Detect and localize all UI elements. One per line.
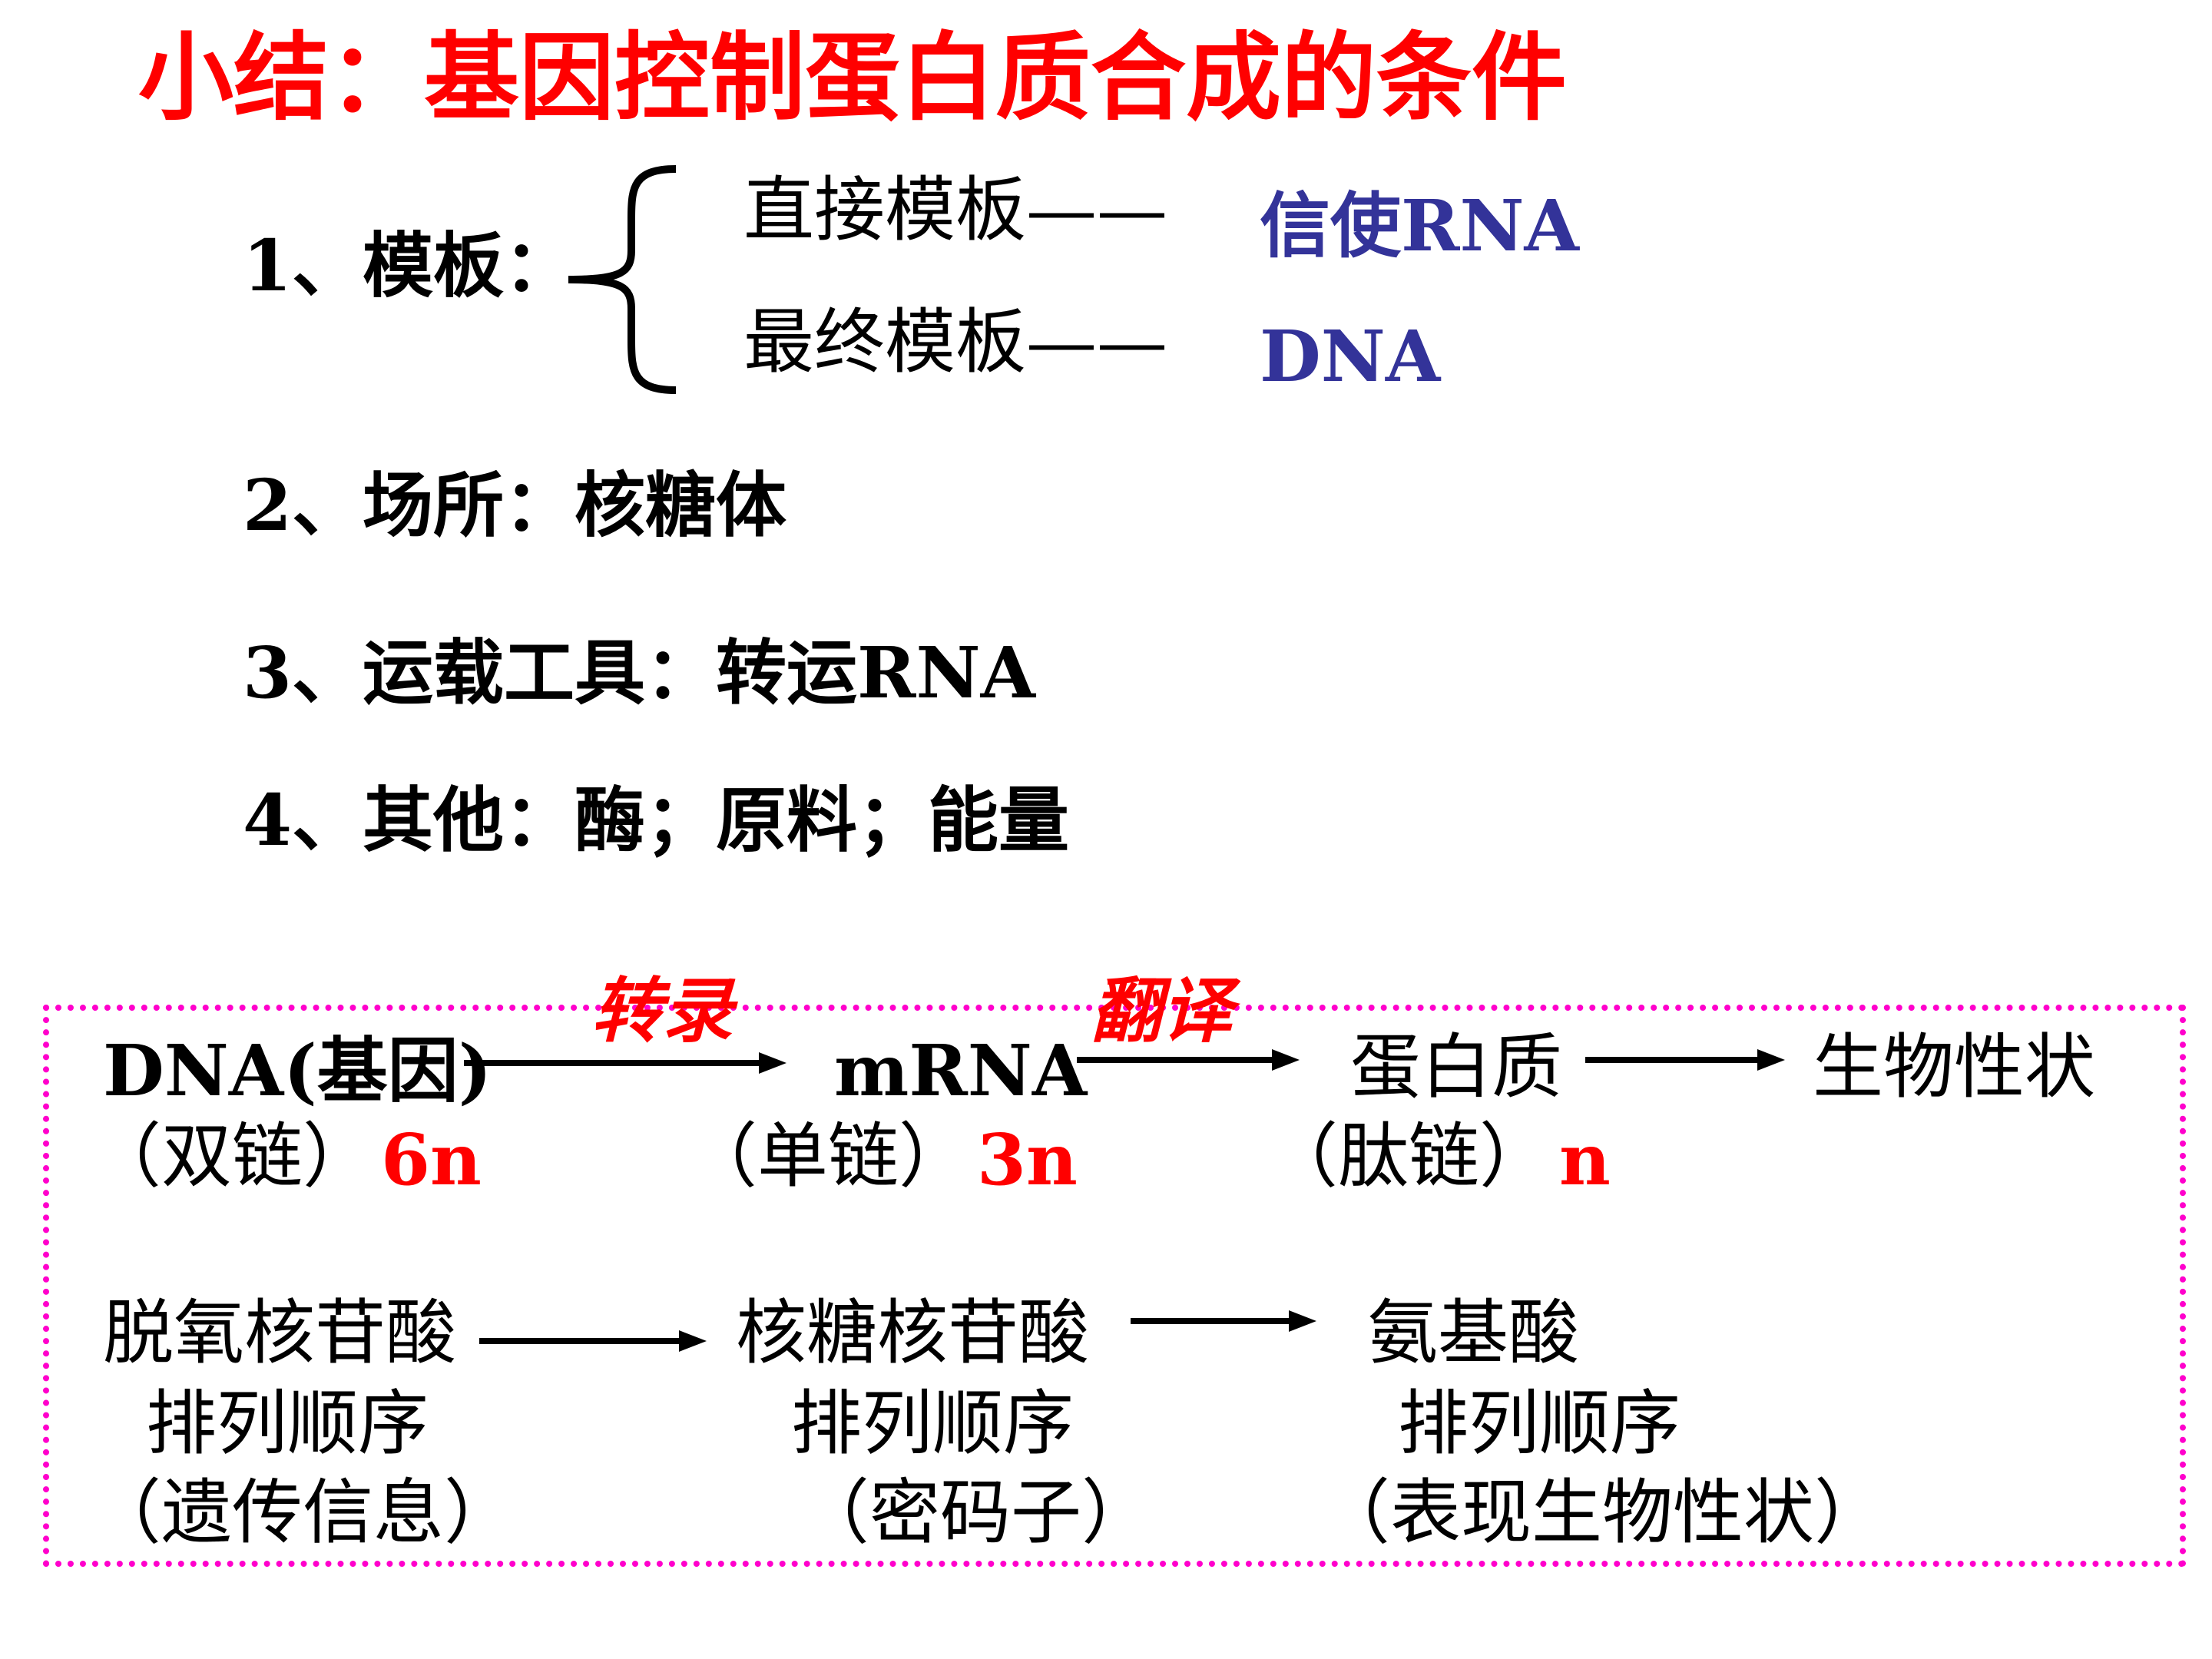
double-strand-label: （双链） bbox=[91, 1115, 374, 1197]
final-template-label: 最终模板—— bbox=[743, 301, 1168, 383]
genetic-info-label: （遗传信息） bbox=[91, 1472, 515, 1554]
carrier-item: 3、运载工具：转运RNA bbox=[243, 631, 1035, 714]
amino-acid-label: 氨基酸 bbox=[1367, 1292, 1580, 1374]
arrow-deoxy-to-ribo bbox=[479, 1330, 707, 1352]
dna-count: 6n bbox=[381, 1118, 482, 1201]
site-item: 2、场所：核糖体 bbox=[243, 464, 787, 547]
peptide-count: n bbox=[1559, 1118, 1611, 1201]
codon-label: （密码子） bbox=[799, 1472, 1153, 1554]
arrow-dna-to-mrna bbox=[464, 1052, 786, 1074]
arrow-ribo-to-amino bbox=[1131, 1310, 1316, 1332]
transcription-label: 转录 bbox=[591, 969, 733, 1052]
mrna-label: mRNA bbox=[834, 1029, 1088, 1112]
template-label: 1、模板： bbox=[243, 224, 575, 307]
deoxy-order-label: 排列顺序 bbox=[146, 1382, 429, 1465]
dna-gene-label: DNA(基因) bbox=[103, 1029, 492, 1112]
mrna-count: 3n bbox=[977, 1118, 1078, 1201]
protein-label: 蛋白质 bbox=[1350, 1026, 1563, 1108]
arrow-protein-to-trait bbox=[1585, 1049, 1785, 1071]
summary-box bbox=[43, 1005, 2186, 1567]
ribonucleotide-label: 核糖核苷酸 bbox=[736, 1292, 1090, 1374]
other-item: 4、其他：酶；原料；能量 bbox=[243, 779, 1070, 862]
amino-order-label: 排列顺序 bbox=[1398, 1382, 1681, 1465]
curly-brace bbox=[568, 165, 677, 394]
final-template-value: DNA bbox=[1260, 315, 1441, 398]
direct-template-value: 信使RNA bbox=[1260, 184, 1579, 267]
direct-template-label: 直接模板—— bbox=[743, 169, 1168, 251]
trait-label: 生物性状 bbox=[1813, 1026, 2096, 1108]
peptide-chain-label: （肽链） bbox=[1267, 1115, 1551, 1197]
expression-label: （表现生物性状） bbox=[1320, 1472, 1886, 1554]
arrow-mrna-to-protein bbox=[1077, 1049, 1300, 1071]
deoxynucleotide-label: 脱氧核苷酸 bbox=[103, 1292, 457, 1374]
single-strand-label: （单链） bbox=[687, 1115, 970, 1197]
ribo-order-label: 排列顺序 bbox=[791, 1382, 1075, 1465]
page-title: 小结：基因控制蛋白质合成的条件 bbox=[138, 23, 1568, 134]
translation-label: 翻译 bbox=[1091, 969, 1233, 1052]
